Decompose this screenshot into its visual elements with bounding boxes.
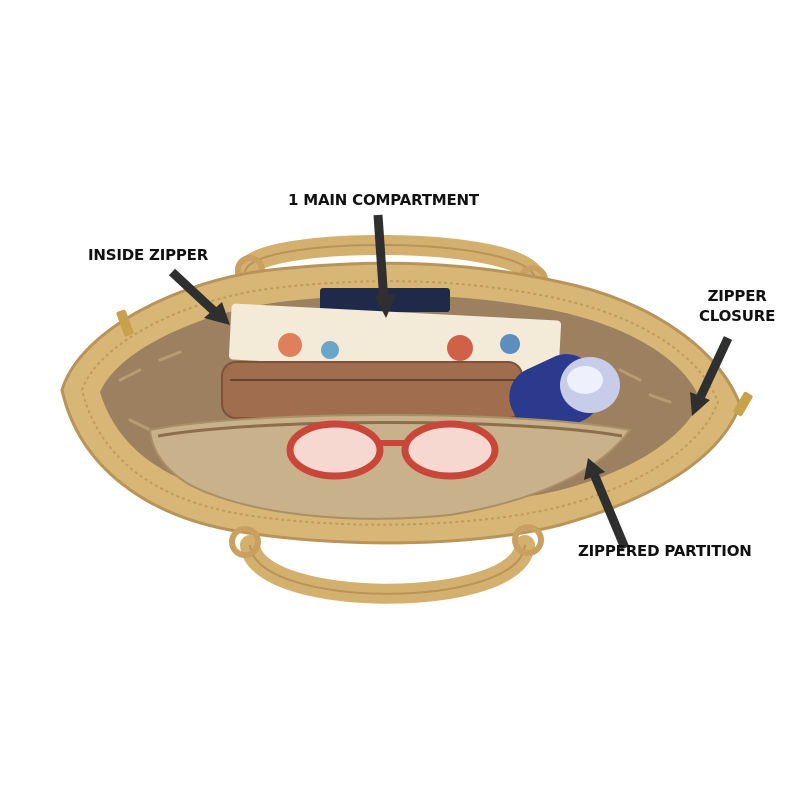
sunglasses-lens-right [401, 420, 499, 480]
arrowhead-inside-zipper [204, 302, 230, 325]
lining-pattern [118, 350, 672, 432]
label-main-compartment: 1 MAIN COMPARTMENT [288, 191, 479, 209]
label-inside-zipper: INSIDE ZIPPER [88, 246, 209, 264]
wallet [221, 361, 523, 419]
arrowhead-zipper-closure [690, 392, 710, 416]
floral-print-4 [500, 334, 520, 354]
sunglasses-lens-left [286, 420, 384, 480]
arrow-inside-zipper [168, 268, 219, 316]
arrow-zipper-closure [695, 336, 733, 400]
label-zipper-closure-line1: ZIPPER [707, 287, 767, 305]
arrowhead-zippered-partition [584, 458, 605, 480]
arrow-zippered-partition [589, 472, 630, 550]
zippered-partition-panel [148, 414, 632, 520]
front-ring-left [229, 526, 261, 558]
zipper-pull-left [116, 309, 134, 337]
label-zipper-closure-line2: CLOSURE [699, 307, 776, 325]
label-zipper-closure: ZIPPER CLOSURE [699, 286, 775, 326]
floral-print-1 [278, 333, 302, 357]
partition-zipper-line [157, 421, 623, 438]
arrowhead-main-compartment [374, 295, 396, 318]
floral-print-2 [321, 341, 339, 359]
zipper-pull-right [733, 391, 753, 417]
bottle-cap-shine [567, 366, 603, 394]
label-zippered-partition: ZIPPERED PARTITION [578, 542, 752, 560]
front-handle-edge [249, 544, 526, 595]
floral-print-3 [447, 335, 473, 361]
arrow-main-compartment [373, 214, 389, 303]
bag-rim [80, 280, 720, 526]
front-ring-right [512, 524, 544, 556]
floral-notebook [228, 303, 562, 377]
